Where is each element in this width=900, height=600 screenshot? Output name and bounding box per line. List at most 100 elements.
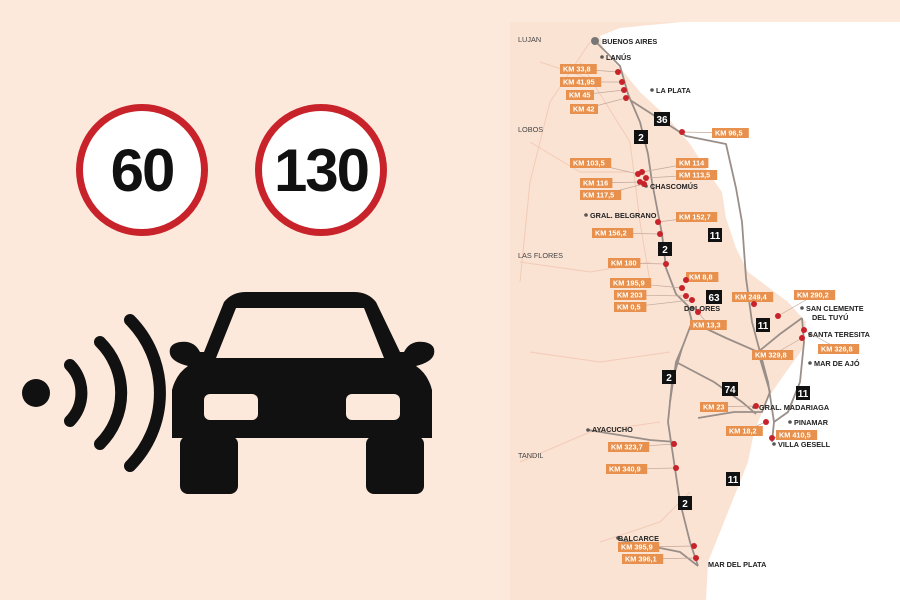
- city-label-lanus: LANÚS: [606, 53, 631, 62]
- speed-camera-dot: [775, 313, 781, 319]
- km-label-text: KM 114: [679, 159, 705, 168]
- route-number: 2: [638, 133, 644, 144]
- km-label: KM 203: [614, 290, 689, 300]
- route-number: 2: [666, 373, 672, 384]
- km-label: KM 42: [570, 95, 629, 114]
- city-label-pinamar: PINAMAR: [794, 418, 829, 427]
- speed-limit-value: 130: [273, 136, 370, 204]
- region-labels: LUJAN LOBOS LAS FLORES TANDIL: [518, 35, 563, 460]
- speed-camera-dot: [683, 293, 689, 299]
- km-label: KM 41,95: [560, 77, 625, 87]
- km-label-text: KM 117,5: [583, 191, 614, 200]
- km-label-box: [676, 158, 709, 168]
- km-label: KM 396,1: [622, 554, 699, 564]
- route-number: 2: [682, 499, 688, 510]
- route-number: 74: [724, 385, 736, 396]
- km-label: KM 113,5: [643, 170, 718, 181]
- km-label-text: KM 33,8: [563, 65, 591, 74]
- km-label-box: [608, 258, 641, 268]
- km-label-text: KM 323,7: [611, 443, 643, 452]
- km-label: KM 152,7: [655, 212, 718, 225]
- car-icon: [169, 292, 435, 494]
- km-label-text: KM 23: [703, 403, 725, 412]
- route-map: BUENOS AIRES LANÚS LA PLATA CHASCOMÚS GR…: [510, 22, 900, 600]
- km-label-box: [818, 344, 860, 354]
- speed-camera-dot: [655, 219, 661, 225]
- region-label-tandil: TANDIL: [518, 451, 543, 460]
- speed-camera-dot: [799, 335, 805, 341]
- route-number: 11: [710, 231, 721, 242]
- km-label: KM 410,5: [769, 430, 818, 441]
- speed-camera-dot: [615, 69, 621, 75]
- km-label-text: KM 180: [611, 259, 637, 268]
- speed-camera-dot: [695, 309, 701, 315]
- km-label-box: [614, 290, 647, 300]
- city-label-dolores: DOLORES: [684, 304, 720, 313]
- km-label-box: [676, 212, 718, 222]
- city-label-buenos-aires: BUENOS AIRES: [602, 37, 657, 46]
- region-label-lobos: LOBOS: [518, 125, 543, 134]
- city-label-gral-belgrano: GRAL. BELGRANO: [590, 211, 657, 220]
- radar-waves-icon: [22, 314, 166, 472]
- km-label-box: [566, 90, 594, 100]
- km-label-box: [580, 190, 622, 200]
- km-label-box: [560, 77, 602, 87]
- route-shields: 2 36 11 2 63 11 2 74 11 11 2: [634, 112, 810, 510]
- city-label-mar-del-plata: MAR DEL PLATA: [708, 560, 767, 569]
- speed-camera-dot: [689, 297, 695, 303]
- city-label-chascomus: CHASCOMÚS: [650, 182, 698, 191]
- km-label-box: [676, 170, 718, 180]
- city-labels: BUENOS AIRES LANÚS LA PLATA CHASCOMÚS GR…: [590, 37, 871, 569]
- speed-camera-dot: [621, 87, 627, 93]
- speed-limit-sign-60: 60: [76, 104, 208, 236]
- speed-camera-dot: [769, 435, 775, 441]
- km-label-box: [570, 104, 598, 114]
- km-label-text: KM 249,4: [735, 293, 768, 302]
- km-label-text: KM 326,8: [821, 345, 853, 354]
- region-label-lujan: LUJAN: [518, 35, 541, 44]
- radar-car-illustration: [22, 292, 435, 494]
- speed-camera-dot: [679, 129, 685, 135]
- city-label-ayacucho: AYACUCHO: [592, 425, 633, 434]
- city-markers: [584, 37, 812, 540]
- km-label-box: [608, 442, 650, 452]
- km-label: KM 33,8: [560, 64, 621, 75]
- km-label-box: [570, 158, 612, 168]
- city-label-la-plata: LA PLATA: [656, 86, 691, 95]
- route-number: 63: [708, 293, 720, 304]
- speed-camera-dot: [693, 555, 699, 561]
- km-label-box: [794, 290, 836, 300]
- speed-camera-dot: [673, 465, 679, 471]
- route-number: 11: [758, 321, 769, 332]
- route-number: 36: [656, 115, 668, 126]
- speed-camera-dot: [663, 261, 669, 267]
- km-label: KM 180: [608, 258, 669, 268]
- km-label-text: KM 195,9: [613, 279, 645, 288]
- route-number: 11: [728, 475, 739, 486]
- km-label-text: KM 8,8: [689, 273, 713, 282]
- speed-camera-dot: [641, 181, 647, 187]
- route-number: 11: [798, 389, 809, 400]
- km-label-text: KM 116: [583, 179, 608, 188]
- km-label: KM 156,2: [592, 228, 663, 238]
- speed-camera-dot: [643, 175, 649, 181]
- city-label-gral-madariaga: GRAL. MADARIAGA: [759, 403, 830, 412]
- km-label: KM 340,9: [606, 464, 679, 474]
- city-label-balcarce: BALCARCE: [618, 534, 659, 543]
- route-number: 2: [662, 245, 668, 256]
- km-label: KM 45: [566, 87, 627, 100]
- km-label-text: KM 340,9: [609, 465, 641, 474]
- km-label: KM 0,5: [614, 297, 695, 312]
- speed-limit-value: 60: [110, 136, 176, 204]
- km-label-box: [686, 272, 719, 282]
- region-label-las-flores: LAS FLORES: [518, 251, 563, 260]
- speed-camera-dot: [679, 285, 685, 291]
- city-label-villa-gesell: VILLA GESELL: [778, 440, 831, 449]
- km-label-text: KM 13,3: [693, 321, 721, 330]
- km-label: KM 395,9: [618, 542, 697, 552]
- km-label-text: KM 113,5: [679, 171, 710, 180]
- km-label-text: KM 103,5: [573, 159, 605, 168]
- km-label: KM 326,8: [801, 327, 860, 354]
- km-label-box: [700, 402, 728, 412]
